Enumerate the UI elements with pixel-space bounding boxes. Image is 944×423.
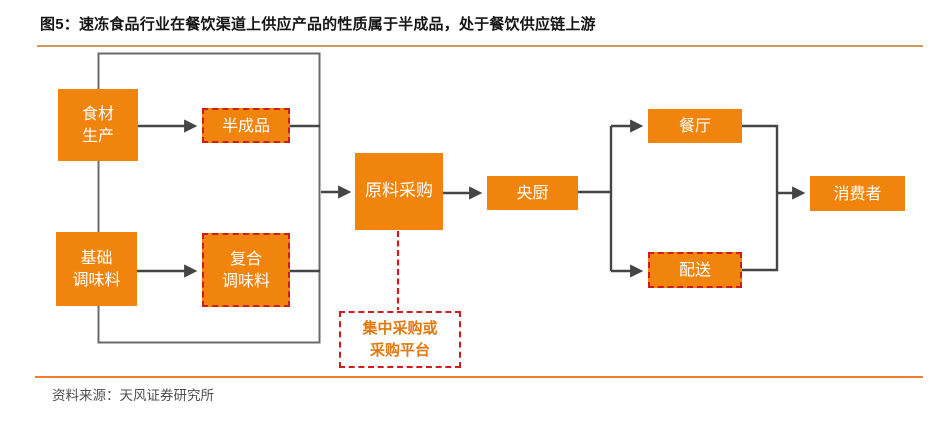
note-central-procurement: 集中采购或 采购平台 [339,311,461,368]
source-text: 资料来源：天风证券研究所 [52,388,214,403]
node-compound-seasoning: 复合 调味料 [202,233,290,307]
node-restaurant: 餐厅 [648,109,742,143]
upstream-group-outline [97,52,321,344]
edge-merge-trunk [742,124,779,272]
figure-title: 图5：速冻食品行业在餐饮渠道上供应产品的性质属于半成品，处于餐饮供应链上游 [40,16,596,33]
node-central-kitchen: 央厨 [487,176,578,210]
node-delivery: 配送 [648,252,742,288]
source-divider-line [35,376,923,378]
node-basic-seasoning: 基础 调味料 [56,232,137,306]
node-food-production: 食材 生产 [58,89,138,161]
title-divider-line [37,45,923,47]
node-raw-material-purchase: 原料采购 [355,153,443,230]
edge-kitchen-split-trunk [578,126,613,271]
node-semi-finished: 半成品 [202,108,290,143]
node-consumer: 消费者 [810,176,905,211]
